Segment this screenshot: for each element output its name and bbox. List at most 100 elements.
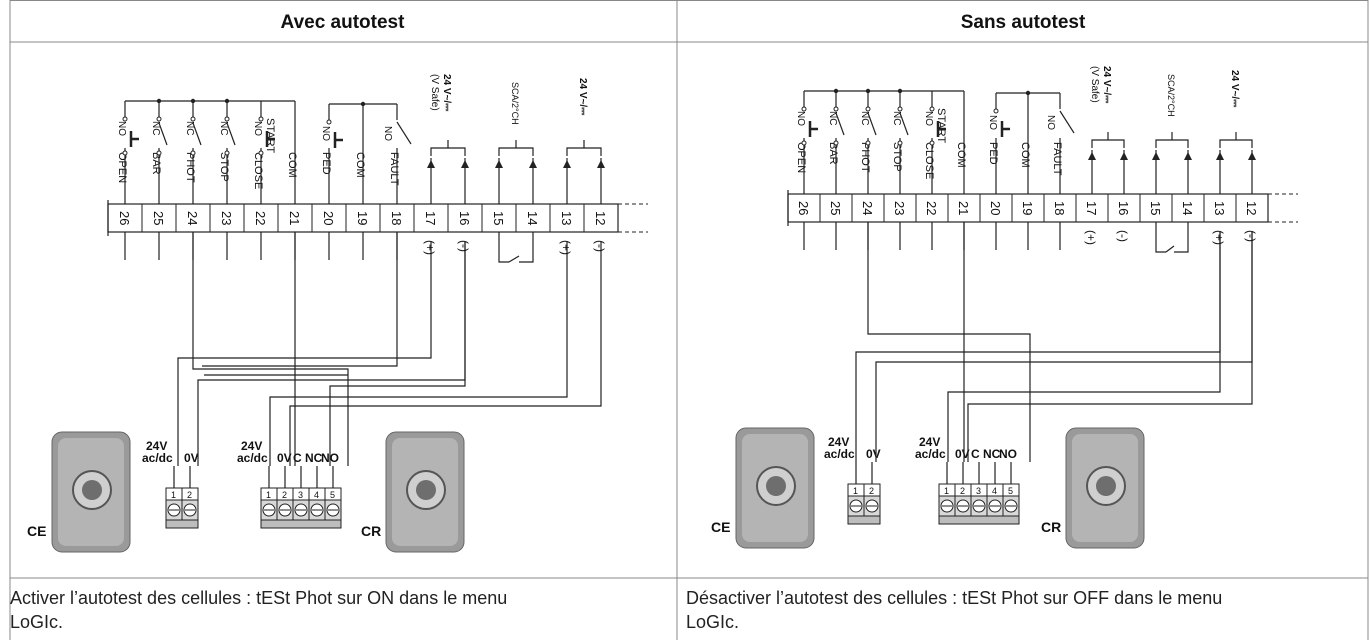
terminal-label-26: OPEN	[116, 152, 128, 183]
wire-24-minus	[289, 242, 602, 466]
terminal-label-24: PHOT	[184, 152, 196, 183]
wire-rx-minus	[967, 232, 1253, 462]
polarity-16: (-)	[1116, 230, 1130, 242]
nc-switch	[899, 112, 909, 136]
terminal-label-24: PHOT	[859, 142, 871, 173]
supply-label-vsafe-2: (V Safe)	[1089, 66, 1100, 103]
brace-vsafe	[1091, 139, 1125, 148]
terminal-number-22: 22	[924, 201, 939, 215]
bus-node	[360, 101, 366, 107]
contact-terminal	[224, 116, 230, 122]
terminal-label-19: COM	[1019, 142, 1031, 168]
wire-24-plus	[855, 232, 1221, 462]
terminal-label-25: BAR	[827, 142, 839, 165]
contact-type-label: NC	[859, 111, 870, 125]
brace-vsafe	[430, 147, 466, 156]
caption-left-line2: LoGIc.	[10, 612, 64, 632]
receiver-cr-label: CR	[1041, 519, 1061, 535]
tx-supply-label: 24V	[828, 435, 849, 449]
transmitter-ce-lens	[766, 476, 786, 496]
nc-switch	[226, 122, 236, 146]
rx-terminal-label-3: NC	[305, 451, 323, 465]
contact-terminal	[993, 108, 999, 114]
receiver-cr	[385, 431, 465, 553]
terminal-number-17: 17	[423, 211, 438, 225]
terminal-number-13: 13	[1212, 201, 1227, 215]
arrow-head	[1248, 152, 1256, 160]
contact-type-label: NO	[795, 111, 806, 126]
contact-terminal	[326, 119, 332, 125]
terminal-label-22: CLOSE	[923, 142, 935, 179]
supply-label-24v: 24 V~/⎓	[1229, 70, 1240, 107]
brace-24v	[1219, 139, 1253, 148]
caption-right-line2: LoGIc.	[686, 612, 740, 632]
terminal-number-21: 21	[956, 201, 971, 215]
polarity-16: (-)	[457, 240, 471, 252]
connector-pin-number: 1	[944, 486, 949, 496]
rx-terminal-label-2: C	[971, 447, 980, 461]
terminal-number-15: 15	[1148, 201, 1163, 215]
transmitter-ce	[735, 427, 815, 549]
caption-right-line1: Désactiver l’autotest des cellules : tES…	[686, 588, 1223, 608]
panel-title-right: Sans autotest	[960, 12, 1086, 33]
terminal-label-21: COM	[286, 152, 298, 178]
contact-terminal	[897, 140, 903, 146]
transmitter-ce-lens	[82, 480, 102, 500]
terminal-number-24: 24	[860, 201, 875, 215]
terminal-number-22: 22	[253, 211, 268, 225]
supply-label-sca: SCA/2°CH	[510, 82, 520, 125]
terminal-label-23: STOP	[891, 142, 903, 172]
tx-supply-label: 24V	[146, 439, 167, 453]
arrow-head	[1184, 152, 1192, 160]
contact-type-label: NC	[184, 121, 195, 135]
rx-terminal-label-2: C	[293, 451, 302, 465]
terminal-label-18: FAULT	[1051, 142, 1063, 176]
terminal-label-22: CLOSE	[252, 152, 264, 189]
terminal-label-25: BAR	[150, 152, 162, 175]
connector-base	[938, 515, 1020, 525]
contact-terminal	[929, 140, 935, 146]
receiver-cr-label: CR	[361, 523, 381, 539]
polarity-13: (+)	[1212, 230, 1226, 245]
sca-loop	[519, 232, 534, 263]
wire-24-plus	[269, 242, 568, 466]
terminal-number-23: 23	[219, 211, 234, 225]
tx-supply-label-2: ac/dc	[824, 447, 855, 461]
arrow-head	[1088, 152, 1096, 160]
polarity-17: (+)	[1084, 230, 1098, 245]
connector-pin-number: 3	[976, 486, 981, 496]
arrow-head	[597, 160, 605, 168]
contact-type-label: NO	[252, 121, 263, 136]
arrow-head	[1152, 152, 1160, 160]
contact-terminal	[122, 150, 128, 156]
wire-nc	[329, 242, 466, 466]
connector-pin-number: 5	[330, 490, 335, 500]
nc-switch	[158, 122, 168, 146]
connector-pin-number: 2	[869, 486, 874, 496]
contact-type-label: NO	[382, 126, 393, 141]
terminal-number-18: 18	[1052, 201, 1067, 215]
connector-pin-number: 1	[171, 490, 176, 500]
contact-terminal	[801, 140, 807, 146]
terminal-number-20: 20	[988, 201, 1003, 215]
arrow-head	[563, 160, 571, 168]
contact-type-label: NO	[116, 121, 127, 136]
connector-pin-number: 1	[853, 486, 858, 496]
arrow-head	[529, 160, 537, 168]
polarity-13: (+)	[559, 240, 573, 255]
sca-switch	[1165, 245, 1175, 253]
terminal-number-14: 14	[525, 211, 540, 225]
terminal-number-16: 16	[1116, 201, 1131, 215]
contact-terminal	[156, 116, 162, 122]
terminal-label-23: STOP	[218, 152, 230, 182]
caption-left-line1: Activer l’autotest des cellules : tESt P…	[10, 588, 508, 608]
rx-supply-label: 24V	[241, 439, 262, 453]
caption-right: Désactiver l’autotest des cellules : tES…	[686, 586, 1222, 634]
transmitter-ce	[51, 431, 131, 553]
contact-terminal	[929, 106, 935, 112]
contact-terminal	[156, 150, 162, 156]
